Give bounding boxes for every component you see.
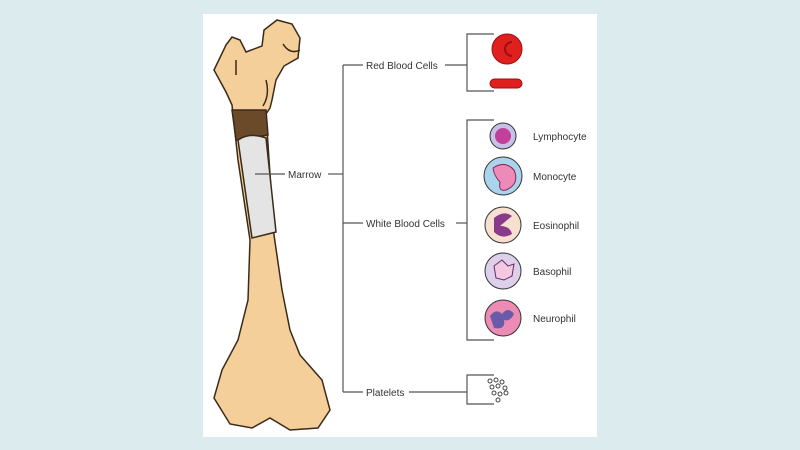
connector-lines — [255, 33, 494, 405]
basophil-label: Basophil — [533, 267, 571, 278]
lymphocyte-icon — [489, 122, 517, 150]
red-blood-cell-icon — [489, 33, 523, 89]
eosinophil-label: Eosinophil — [533, 221, 579, 232]
platelets-label: Platelets — [366, 388, 404, 399]
marrow-label: Marrow — [288, 170, 322, 181]
white-blood-cells-label: White Blood Cells — [366, 219, 445, 230]
lymphocyte-label: Lymphocyte — [533, 132, 587, 143]
eosinophil-icon — [484, 206, 522, 244]
neutrophil-icon — [484, 299, 522, 337]
red-blood-cells-label: Red Blood Cells — [366, 61, 438, 72]
monocyte-icon — [483, 156, 523, 196]
neutrophil-label: Neurophil — [533, 314, 576, 325]
femur-bone — [213, 19, 331, 431]
monocyte-label: Monocyte — [533, 172, 577, 183]
platelets-icon — [487, 377, 509, 403]
basophil-icon — [484, 252, 522, 290]
